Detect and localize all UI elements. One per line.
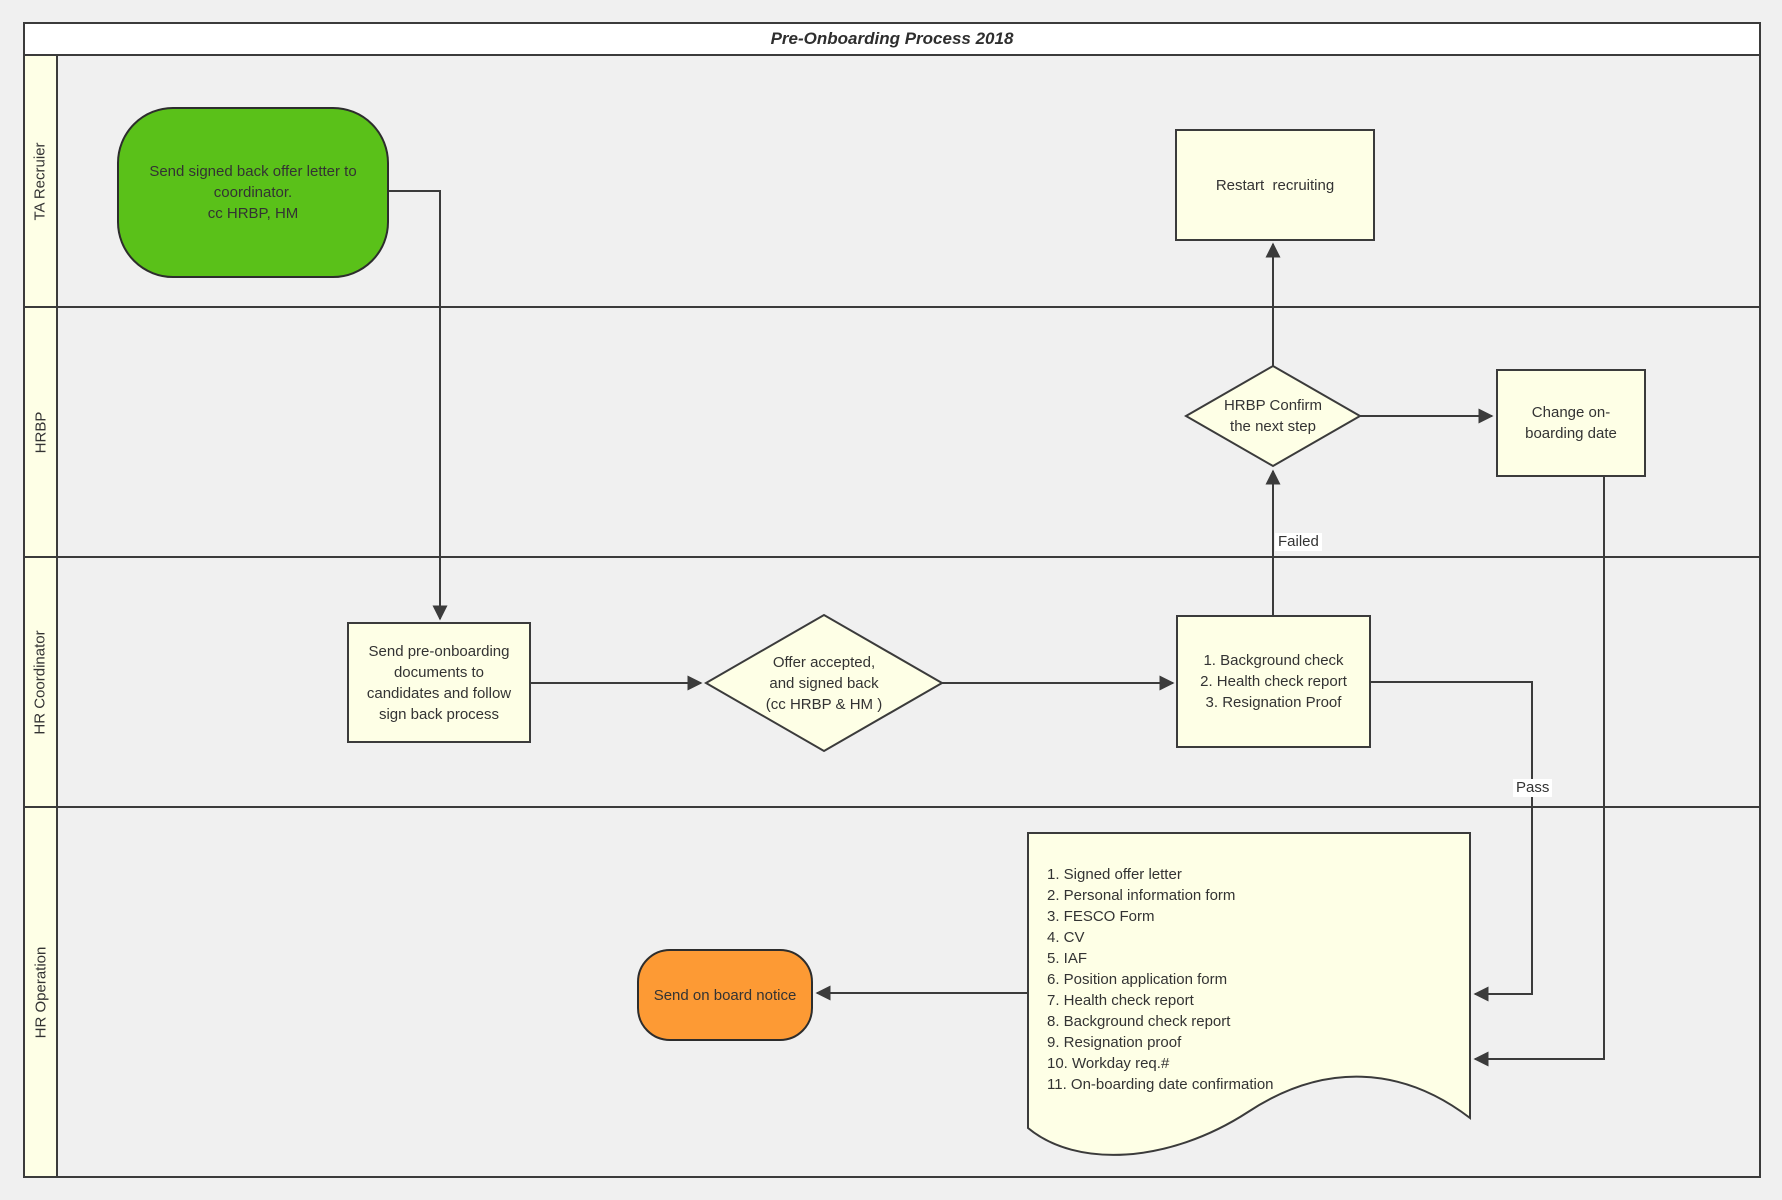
node-send-docs-shape[interactable] (347, 622, 531, 743)
node-change-date-shape[interactable] (1496, 369, 1646, 477)
node-document-shape[interactable] (1027, 832, 1471, 1156)
edge-change-date-to-document (1473, 476, 1605, 1067)
edge-start-to-send-docs (388, 190, 448, 621)
lane-strip-ta-recruiter (23, 54, 58, 308)
lane-strip-hrbp (23, 306, 58, 558)
node-start-shape[interactable] (117, 107, 389, 278)
lane-strip-hr-operation (23, 806, 58, 1178)
node-restart-shape[interactable] (1175, 129, 1375, 241)
node-hrbp-confirm-shape[interactable] (1183, 364, 1363, 468)
edge-checks-pass-to-document (1370, 681, 1533, 1002)
node-checks-shape[interactable] (1176, 615, 1371, 748)
node-offer-accepted-shape[interactable] (703, 613, 945, 753)
lane-strip-hr-coordinator (23, 556, 58, 808)
node-onboard-notice-shape[interactable] (637, 949, 813, 1041)
pool-title-bar (23, 22, 1761, 56)
